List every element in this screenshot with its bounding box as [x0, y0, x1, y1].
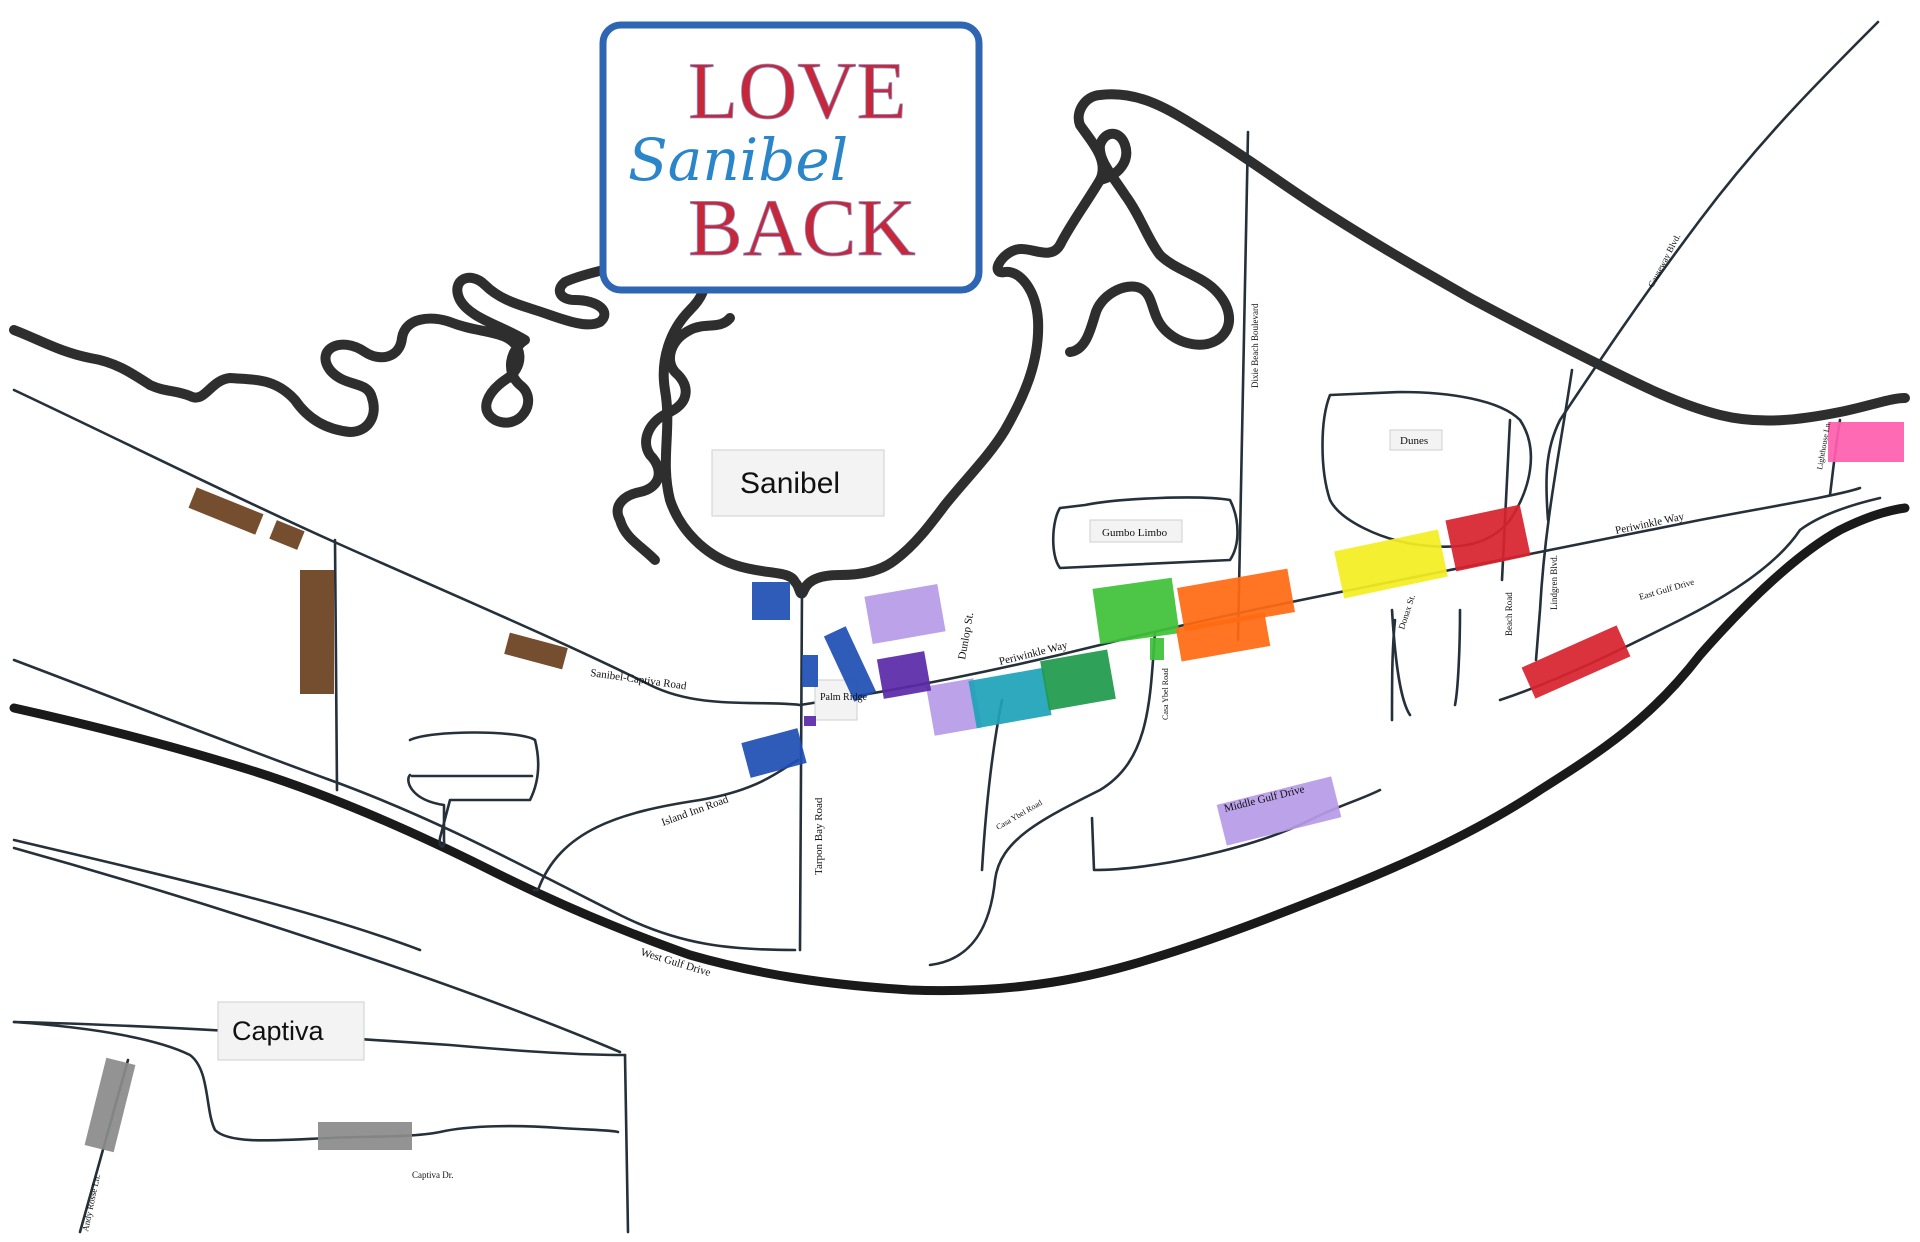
- east-road-2: [1453, 608, 1462, 707]
- patch-blue-4[interactable]: [802, 655, 818, 687]
- west-road-2: [12, 838, 422, 952]
- bay-coastline: [9, 89, 1910, 599]
- logo-word-love: LOVE: [688, 45, 907, 136]
- patch-yellow[interactable]: [1334, 529, 1448, 599]
- island-inn-road-label: Island Inn Road: [660, 793, 731, 828]
- causeway-boulevard-road: [1545, 20, 1880, 522]
- lindgren-boulevard-road: [1534, 368, 1574, 662]
- west-road-1: [333, 538, 339, 792]
- patch-orange-1[interactable]: [1177, 568, 1295, 632]
- sanibel-captiva-road-label: Sanibel-Captiva Road: [590, 667, 688, 692]
- tarpon-bay-road: [798, 588, 804, 952]
- east-gulf-drive-label: East Gulf Drive: [1638, 577, 1696, 602]
- east-road-1: [1390, 618, 1397, 722]
- logo-word-back: BACK: [688, 182, 916, 273]
- island-inn-road: [536, 758, 800, 892]
- patch-orange-2[interactable]: [1175, 612, 1271, 662]
- gumbo-limbo-label: Gumbo Limbo: [1102, 527, 1168, 539]
- dunes-label: Dunes: [1400, 435, 1428, 447]
- captiva-island-outline: [12, 1020, 620, 1142]
- patch-lavender-3[interactable]: [1216, 776, 1342, 846]
- patch-lime-small[interactable]: [1150, 638, 1164, 660]
- patch-blue-1[interactable]: [752, 582, 790, 620]
- logo-word-sanibel: Sanibel: [628, 126, 848, 194]
- casa-ybel-road-south-label: Casa Ybel Road: [995, 798, 1044, 832]
- patch-blue-3[interactable]: [823, 626, 877, 702]
- west-gulf-drive-road: [12, 658, 797, 952]
- patch-blue-2[interactable]: [741, 728, 807, 778]
- patch-pink[interactable]: [1828, 422, 1904, 462]
- beach-road-label: Beach Road: [1504, 592, 1514, 636]
- patch-gray-2[interactable]: [318, 1122, 412, 1150]
- captiva-drive-label: Captiva Dr.: [412, 1170, 454, 1180]
- casa-ybel-road-north-label: Casa Ybel Road: [1161, 668, 1170, 720]
- sanibel-area-label: Sanibel: [740, 467, 840, 500]
- dixie-beach-boulevard-road: [1236, 130, 1250, 642]
- patch-lavender-1[interactable]: [864, 583, 946, 645]
- causeway-boulevard-label: Causeway Blvd.: [1646, 232, 1683, 289]
- patch-red-1[interactable]: [1445, 504, 1531, 572]
- patch-purple-1[interactable]: [876, 651, 932, 699]
- captiva-area-label: Captiva: [232, 1016, 325, 1046]
- palm-ridge-label: Palm Ridge: [820, 692, 868, 703]
- patch-purple-2[interactable]: [804, 716, 816, 726]
- marker-patches: [84, 422, 1904, 1153]
- dixie-beach-boulevard-label: Dixie Beach Boulevard: [1250, 303, 1260, 388]
- captiva-divider-road: [12, 846, 622, 1054]
- patch-brown-3[interactable]: [300, 570, 334, 694]
- gumbo-limbo-loop: [1051, 496, 1239, 570]
- patch-red-2[interactable]: [1521, 625, 1631, 699]
- gumbo-limbo-tile: [1089, 519, 1183, 543]
- patch-teal[interactable]: [968, 667, 1052, 729]
- lindgren-boulevard-label: Lindgren Blvd.: [1549, 555, 1559, 610]
- captiva-box-right: [623, 1053, 630, 1234]
- patch-green[interactable]: [1040, 649, 1116, 711]
- middle-gulf-drive-road: [1090, 788, 1382, 872]
- captiva-label-tile: [217, 1001, 365, 1061]
- periwinkle-way-east-label: Periwinkle Way: [1614, 511, 1686, 537]
- donax-street-label: Donax St.: [1396, 593, 1417, 630]
- gulf-pines-loop: [407, 731, 540, 848]
- tarpon-bay-road-label: Tarpon Bay Road: [813, 797, 825, 875]
- andy-rosse-lane-label: Andy Rosse Ln.: [80, 1173, 102, 1232]
- sanibel-label-tile: [711, 449, 885, 517]
- patch-brown-2[interactable]: [269, 520, 305, 550]
- patch-gray-1[interactable]: [84, 1057, 136, 1153]
- casa-ybel-road: [928, 630, 1157, 967]
- patch-brown-4[interactable]: [504, 632, 568, 670]
- donax-street-road: [1390, 608, 1412, 717]
- sanibel-captiva-road: [12, 388, 802, 707]
- dunlop-street-label: Dunlop St.: [956, 611, 976, 660]
- patch-lime[interactable]: [1092, 577, 1180, 645]
- bay-inlet-loop: [612, 313, 735, 565]
- love-sanibel-back-logo: LOVE Sanibel BACK: [599, 21, 983, 294]
- periwinkle-way-road: [798, 486, 1862, 707]
- patch-lavender-2[interactable]: [926, 678, 982, 736]
- dunes-tile: [1389, 429, 1443, 451]
- ding-darling-peninsula: [1065, 128, 1234, 357]
- patch-brown-1[interactable]: [188, 487, 264, 535]
- captiva-box-top: [12, 1020, 627, 1057]
- gulf-beach: [9, 503, 1910, 996]
- logo-frame: [599, 21, 983, 294]
